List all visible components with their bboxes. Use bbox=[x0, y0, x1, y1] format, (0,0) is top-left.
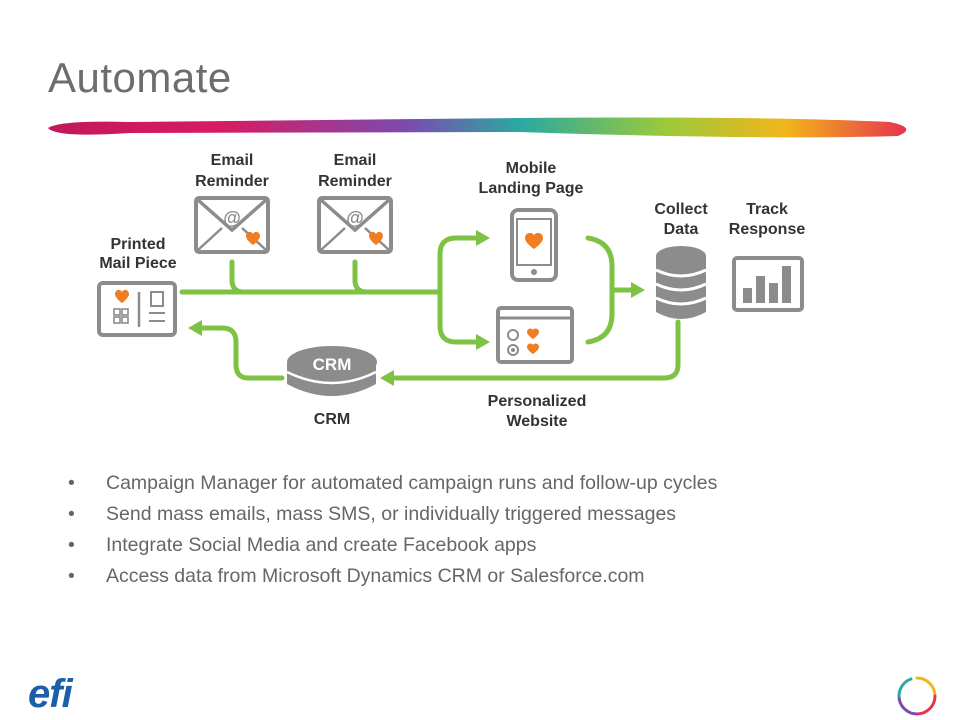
bullet-list: Campaign Manager for automated campaign … bbox=[68, 468, 717, 592]
branch-to-website bbox=[437, 289, 481, 345]
bullet-item: Campaign Manager for automated campaign … bbox=[68, 468, 717, 499]
crm-to-mail-line bbox=[197, 325, 285, 381]
merge-to-collect bbox=[585, 235, 615, 345]
email2-connector bbox=[352, 259, 370, 295]
flow-arrows bbox=[179, 235, 681, 381]
email1-connector bbox=[229, 259, 247, 295]
branch-to-mobile bbox=[437, 235, 481, 295]
printed-mail-label: Mail Piece bbox=[99, 255, 176, 272]
automation-diagram: @ @ bbox=[97, 152, 806, 430]
mobile-landing-label: Mobile bbox=[506, 160, 557, 177]
bullet-item: Send mass emails, mass SMS, or individua… bbox=[68, 499, 717, 530]
database-icon bbox=[655, 246, 707, 319]
mobile-phone-icon bbox=[510, 208, 558, 282]
email-reminder-label: Reminder bbox=[195, 173, 269, 190]
printed-mail-icon bbox=[97, 281, 177, 337]
email-icon: @ bbox=[317, 196, 393, 254]
email-icon: @ bbox=[194, 196, 270, 254]
crm-icon: CRM bbox=[286, 346, 377, 396]
bullet-item: Access data from Microsoft Dynamics CRM … bbox=[68, 561, 717, 592]
bar-chart-icon bbox=[732, 256, 804, 312]
email-reminder-label: Reminder bbox=[318, 173, 392, 190]
svg-text:@: @ bbox=[346, 208, 364, 228]
mobile-landing-label: Landing Page bbox=[479, 180, 584, 197]
svg-text:@: @ bbox=[223, 208, 241, 228]
collect-data-label: Data bbox=[664, 221, 699, 238]
personalized-website-label: Personalized bbox=[488, 393, 587, 410]
efi-logo: efi bbox=[28, 672, 73, 716]
arrowheads bbox=[188, 230, 645, 386]
email-reminder-label: Email bbox=[334, 152, 377, 169]
personalized-website-label: Website bbox=[506, 413, 567, 430]
email-reminder-label: Email bbox=[211, 152, 254, 169]
website-icon bbox=[496, 306, 574, 364]
bullet-item: Integrate Social Media and create Facebo… bbox=[68, 530, 717, 561]
collect-data-label: Collect bbox=[654, 201, 708, 218]
swirl-logo-icon bbox=[897, 676, 937, 716]
crm-label: CRM bbox=[314, 411, 350, 428]
crm-icon-text: CRM bbox=[313, 355, 352, 374]
return-line bbox=[389, 319, 681, 381]
decorative-swoosh bbox=[48, 117, 907, 138]
track-response-label: Response bbox=[729, 221, 806, 238]
slide-title: Automate bbox=[48, 54, 232, 102]
track-response-label: Track bbox=[746, 201, 788, 218]
printed-mail-label: Printed bbox=[110, 236, 165, 253]
